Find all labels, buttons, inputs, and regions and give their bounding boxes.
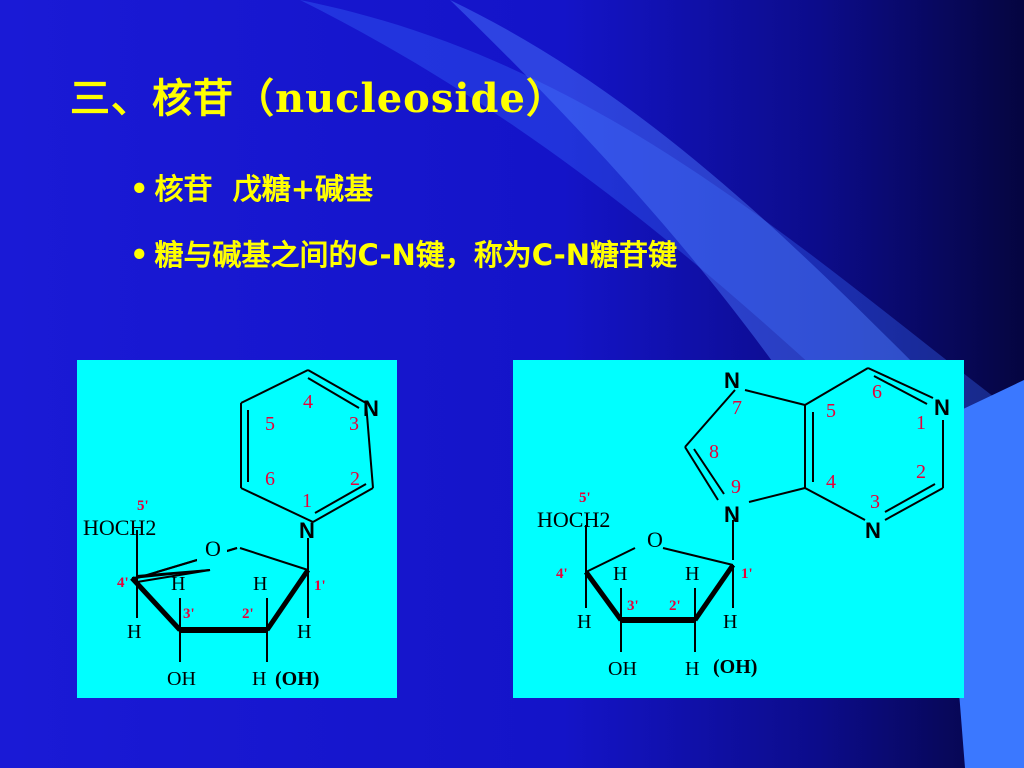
ring-nitrogen-3: N (363, 396, 379, 421)
hydroxyl-c2-optional: (OH) (713, 656, 757, 678)
purine-number-9: 9 (731, 476, 741, 498)
hydrogen-c2-bottom: H (252, 668, 266, 690)
bullet-dot: • (130, 172, 149, 206)
bullet-nucleoside-composition: •核苷 戊糖+碱基 (130, 166, 373, 208)
purine-number-6: 6 (872, 381, 882, 403)
prime-label-5: 5' (579, 490, 591, 506)
hydrogen-c1: H (723, 611, 737, 633)
hoch2-group: HOCH2 (537, 507, 610, 532)
prime-label-2: 2' (242, 606, 254, 622)
hoch2-group: HOCH2 (83, 515, 156, 540)
bullet-text: 核苷 戊糖+碱基 (154, 172, 374, 206)
purine-nitrogen-1: N (934, 395, 950, 420)
purine-structure-drawing: N N N N 7 8 9 6 5 4 1 2 3 HOCH2 O 5' 4' … (537, 367, 950, 680)
hydrogen-c3: H (171, 573, 185, 595)
sugar-ring-oxygen: O (205, 536, 221, 561)
hydroxyl-c2-optional: (OH) (275, 668, 319, 690)
hydrogen-c4: H (127, 621, 141, 643)
hydrogen-c1: H (297, 621, 311, 643)
purine-number-5: 5 (826, 400, 836, 422)
hydrogen-c2: H (253, 573, 267, 595)
purine-nitrogen-7: N (724, 368, 740, 393)
ring-number-5: 5 (265, 413, 275, 435)
ring-nitrogen-1: N (299, 518, 315, 543)
purine-number-4: 4 (826, 471, 836, 493)
prime-label-5: 5' (137, 498, 149, 514)
prime-label-3: 3' (627, 598, 639, 614)
purine-number-3: 3 (870, 491, 880, 513)
purine-number-8: 8 (709, 441, 719, 463)
bullet-dot: • (130, 238, 149, 272)
hydrogen-c4: H (577, 611, 591, 633)
ring-number-2: 2 (350, 468, 360, 490)
hydrogen-c2-bottom: H (685, 658, 699, 680)
prime-label-2: 2' (669, 598, 681, 614)
bullet-text: 糖与碱基之间的C-N键，称为C-N糖苷键 (154, 238, 678, 272)
purine-number-2: 2 (916, 461, 926, 483)
purine-nucleoside-figure: N N N N 7 8 9 6 5 4 1 2 3 HOCH2 O 5' 4' … (513, 360, 964, 698)
purine-number-7: 7 (732, 397, 742, 419)
purine-nitrogen-9: N (724, 502, 740, 527)
ring-number-4: 4 (303, 391, 313, 413)
prime-label-4: 4' (117, 575, 129, 591)
hydroxyl-c3: OH (608, 658, 637, 680)
purine-number-1: 1 (916, 412, 926, 434)
pyrimidine-structure-drawing: N N 4 5 3 6 2 1 HOCH2 O 5' 4' 3' 2' 1' H… (83, 369, 379, 690)
sugar-ring-oxygen: O (647, 527, 663, 552)
prime-label-4: 4' (556, 566, 568, 582)
pyrimidine-nucleoside-figure: N N 4 5 3 6 2 1 HOCH2 O 5' 4' 3' 2' 1' H… (77, 360, 397, 698)
bullet-glycosidic-bond: •糖与碱基之间的C-N键，称为C-N糖苷键 (130, 232, 677, 274)
purine-nitrogen-3: N (865, 518, 881, 543)
hydrogen-c2: H (685, 563, 699, 585)
prime-label-3: 3' (183, 606, 195, 622)
hydroxyl-c3: OH (167, 668, 196, 690)
prime-label-1: 1' (314, 578, 326, 594)
ring-number-1: 1 (302, 490, 312, 512)
slide-title: 三、核苷（nucleoside） (70, 75, 567, 122)
ring-number-3: 3 (349, 413, 359, 435)
ring-number-6: 6 (265, 468, 275, 490)
prime-label-1: 1' (741, 566, 753, 582)
hydrogen-c3: H (613, 563, 627, 585)
